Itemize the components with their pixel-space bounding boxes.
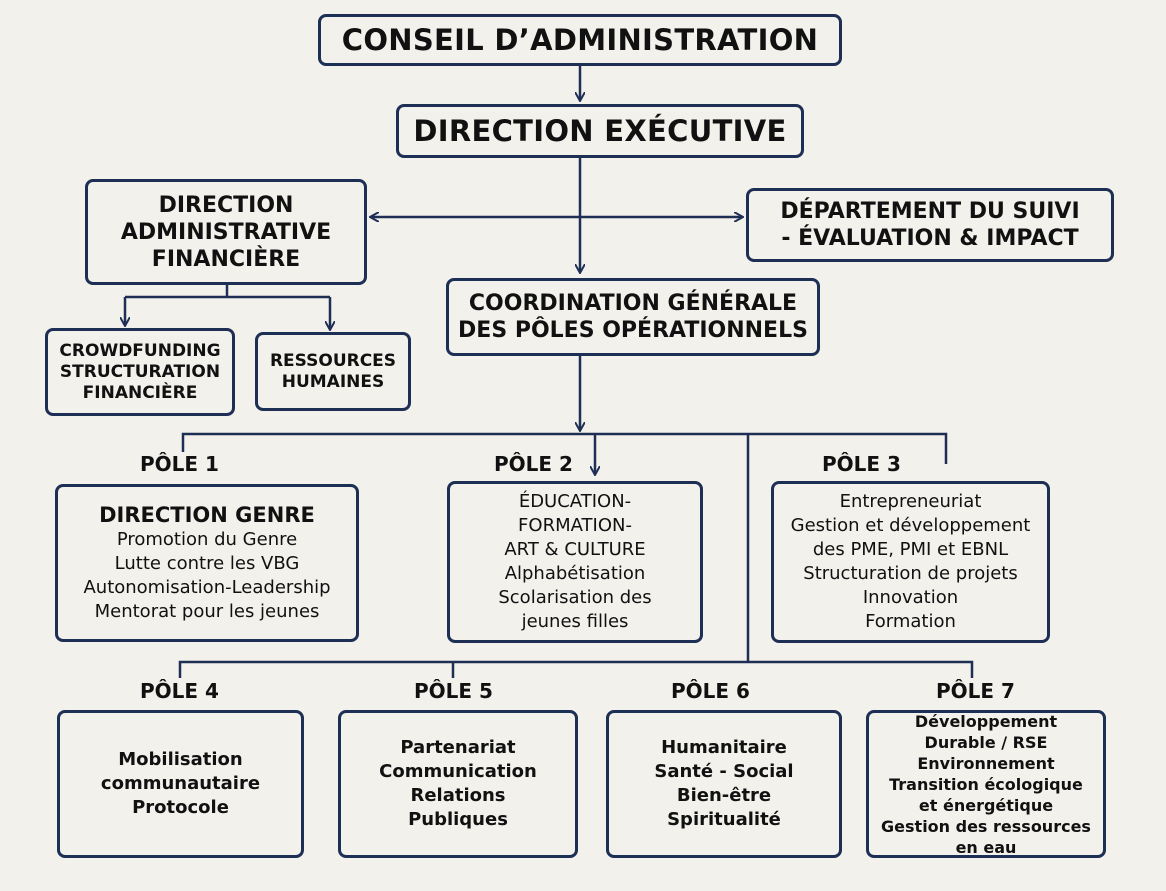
pole-1-line-1: Promotion du Genre bbox=[116, 529, 298, 550]
pole-2-line-5: Scolarisation des bbox=[498, 587, 652, 608]
suivi-line-2: - ÉVALUATION & IMPACT bbox=[781, 226, 1079, 251]
crowdfunding-line-1: CROWDFUNDING bbox=[59, 340, 221, 361]
coordination-generale-box: COORDINATION GÉNÉRALE DES PÔLES OPÉRATIO… bbox=[446, 278, 820, 356]
pole-3-line-4: Structuration de projets bbox=[803, 563, 1018, 584]
pole-2-line-3: ART & CULTURE bbox=[504, 539, 646, 560]
pole-4-label: PÔLE 4 bbox=[140, 679, 219, 703]
pole-4-line-2: communautaire bbox=[100, 773, 261, 794]
pole-1-line-2: Lutte contre les VBG bbox=[114, 553, 300, 574]
departement-suivi-box: DÉPARTEMENT DU SUIVI - ÉVALUATION & IMPA… bbox=[746, 188, 1114, 262]
pole-2-label: PÔLE 2 bbox=[494, 452, 573, 476]
pole-7-line-7: en eau bbox=[955, 837, 1017, 857]
pole-3-line-1: Entrepreneuriat bbox=[839, 491, 982, 512]
pole-5-line-4: Publiques bbox=[408, 809, 508, 830]
pole-4-line-3: Protocole bbox=[132, 797, 229, 818]
direction-executive-box: DIRECTION EXÉCUTIVE bbox=[396, 104, 804, 158]
pole-3-box: Entrepreneuriat Gestion et développement… bbox=[771, 481, 1050, 643]
poles-bottom-bus bbox=[178, 660, 974, 678]
pole-5-line-3: Relations bbox=[410, 785, 506, 806]
rh-line-1: RESSOURCES bbox=[269, 350, 397, 371]
pole-3-line-2: Gestion et développement bbox=[790, 515, 1031, 536]
pole-5-box: Partenariat Communication Relations Publ… bbox=[338, 710, 578, 858]
pole-5-line-1: Partenariat bbox=[400, 737, 516, 758]
pole-6-line-3: Bien-être bbox=[676, 785, 772, 806]
coordination-line-1: COORDINATION GÉNÉRALE bbox=[468, 291, 798, 316]
pole-2-line-6: jeunes filles bbox=[521, 611, 629, 632]
pole-1-line-4: Mentorat pour les jeunes bbox=[94, 601, 320, 622]
conseil-administration-box: CONSEIL D’ADMINISTRATION bbox=[318, 14, 842, 66]
conseil-administration-label: CONSEIL D’ADMINISTRATION bbox=[341, 23, 819, 57]
pole-7-line-1: Développement bbox=[914, 711, 1058, 731]
crowdfunding-box: CROWDFUNDING STRUCTURATION FINANCIÈRE bbox=[45, 328, 235, 416]
pole-1-box: DIRECTION GENRE Promotion du Genre Lutte… bbox=[55, 484, 359, 642]
pole-2-line-1: ÉDUCATION- bbox=[518, 491, 632, 512]
pole-5-label: PÔLE 5 bbox=[414, 679, 493, 703]
poles-top-bus bbox=[181, 432, 948, 464]
pole-7-line-5: et énergétique bbox=[918, 795, 1054, 815]
crowdfunding-line-2: STRUCTURATION bbox=[59, 361, 221, 382]
pole-1-line-3: Autonomisation-Leadership bbox=[83, 577, 331, 598]
pole-7-box: Développement Durable / RSE Environnemen… bbox=[866, 710, 1106, 858]
pole-2-line-2: FORMATION- bbox=[518, 515, 632, 536]
pole-7-line-4: Transition écologique bbox=[889, 774, 1083, 794]
daf-line-3: FINANCIÈRE bbox=[151, 246, 301, 272]
direction-executive-label: DIRECTION EXÉCUTIVE bbox=[413, 114, 787, 148]
pole-6-box: Humanitaire Santé - Social Bien-être Spi… bbox=[606, 710, 842, 858]
pole-4-box: Mobilisation communautaire Protocole bbox=[57, 710, 304, 858]
pole-6-line-1: Humanitaire bbox=[661, 737, 787, 758]
rh-line-2: HUMAINES bbox=[281, 371, 385, 392]
pole-5-line-2: Communication bbox=[379, 761, 537, 782]
suivi-line-1: DÉPARTEMENT DU SUIVI bbox=[780, 199, 1080, 224]
daf-line-2: ADMINISTRATIVE bbox=[120, 219, 332, 245]
pole-4-line-1: Mobilisation bbox=[118, 749, 243, 770]
pole-3-line-6: Formation bbox=[865, 611, 956, 632]
crowdfunding-line-3: FINANCIÈRE bbox=[82, 382, 198, 403]
daf-line-1: DIRECTION bbox=[158, 192, 294, 218]
pole-7-line-6: Gestion des ressources bbox=[881, 816, 1091, 836]
pole-2-box: ÉDUCATION- FORMATION- ART & CULTURE Alph… bbox=[447, 481, 703, 643]
pole-6-line-4: Spiritualité bbox=[667, 809, 781, 830]
coordination-line-2: DES PÔLES OPÉRATIONNELS bbox=[458, 318, 808, 343]
pole-7-label: PÔLE 7 bbox=[936, 679, 1015, 703]
pole-7-line-3: Environnement bbox=[917, 753, 1055, 773]
pole-2-line-4: Alphabétisation bbox=[504, 563, 646, 584]
ressources-humaines-box: RESSOURCES HUMAINES bbox=[255, 332, 411, 411]
pole-6-label: PÔLE 6 bbox=[671, 679, 750, 703]
pole-1-label: PÔLE 1 bbox=[140, 452, 219, 476]
pole-7-line-2: Durable / RSE bbox=[924, 732, 1048, 752]
pole-3-label: PÔLE 3 bbox=[822, 452, 901, 476]
pole-3-line-5: Innovation bbox=[862, 587, 959, 608]
direction-administrative-financiere-box: DIRECTION ADMINISTRATIVE FINANCIÈRE bbox=[85, 179, 367, 285]
pole-3-line-3: des PME, PMI et EBNL bbox=[812, 539, 1009, 560]
pole-6-line-2: Santé - Social bbox=[654, 761, 794, 782]
pole-1-head: DIRECTION GENRE bbox=[99, 503, 315, 527]
